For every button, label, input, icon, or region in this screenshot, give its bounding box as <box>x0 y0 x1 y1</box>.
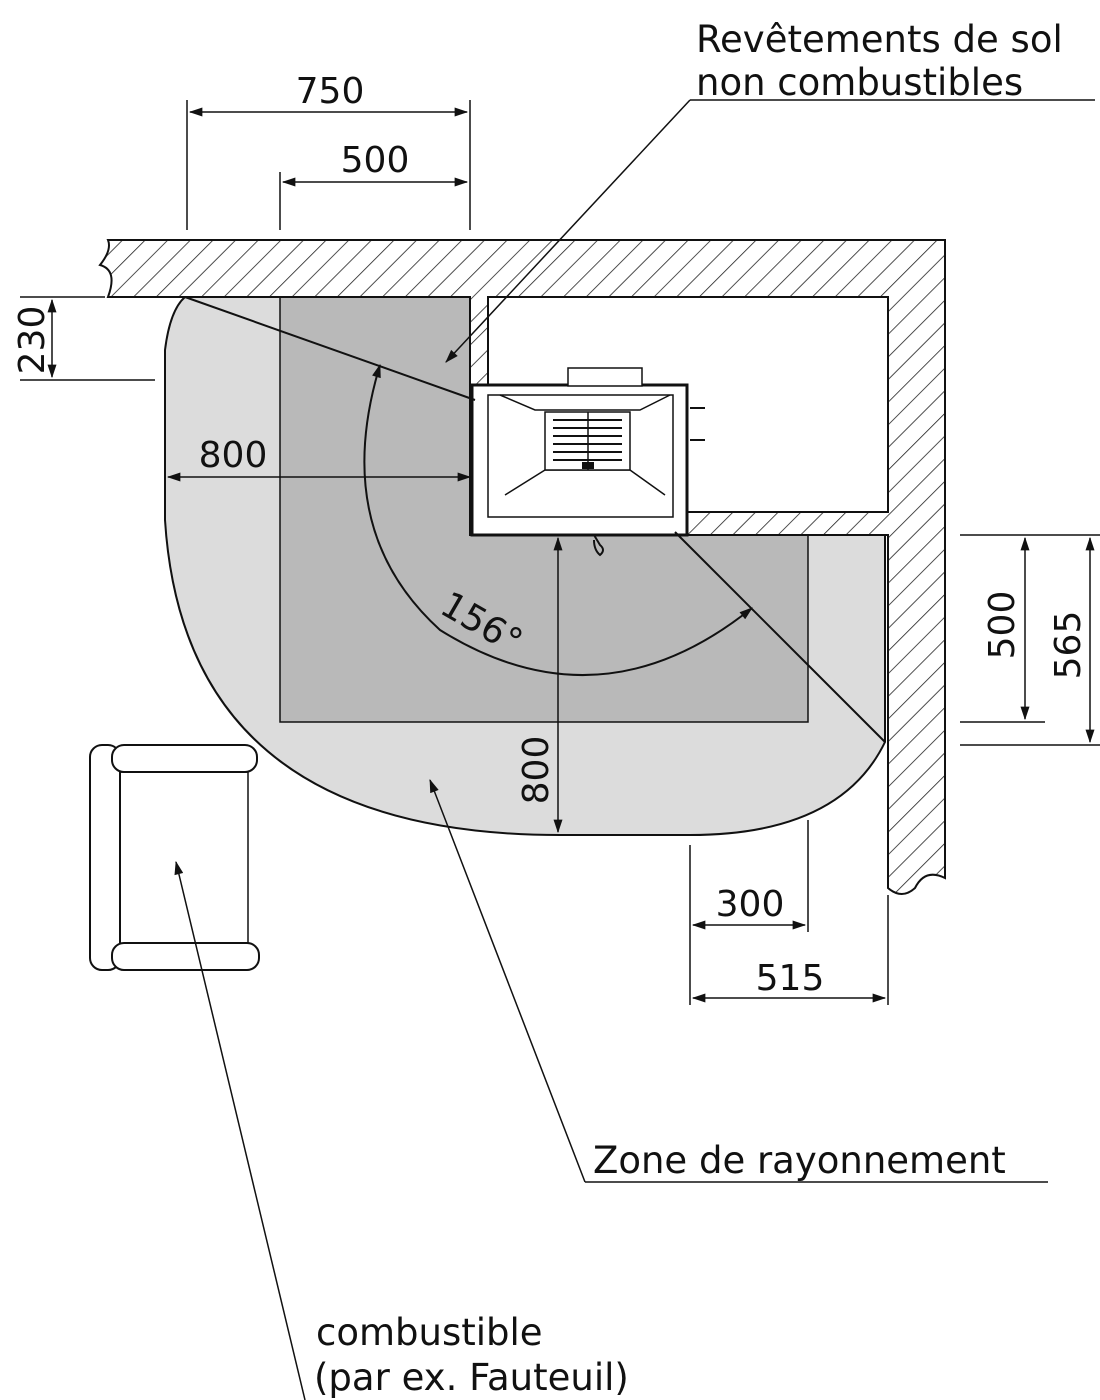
dimension-500-top: 500 <box>279 140 469 230</box>
fireplace-insert <box>470 367 705 557</box>
dimension-230: 230 <box>12 296 155 381</box>
leader-radiation-zone: Zone de rayonnement <box>429 778 1048 1183</box>
combustible-label-2: (par ex. Fauteuil) <box>314 1356 629 1399</box>
dimension-right: 500 565 <box>960 534 1100 746</box>
svg-text:500: 500 <box>982 591 1023 660</box>
dimension-800-front: 800 <box>516 536 563 834</box>
armchair <box>89 744 260 971</box>
svg-text:750: 750 <box>296 71 365 112</box>
svg-text:515: 515 <box>756 958 825 999</box>
dimension-bottom: 300 515 <box>689 820 889 1005</box>
svg-text:300: 300 <box>716 884 785 925</box>
radiation-zone-label: Zone de rayonnement <box>593 1139 1006 1182</box>
combustible-label-1: combustible <box>316 1311 543 1354</box>
svg-text:500: 500 <box>341 140 410 181</box>
dimension-750: 750 <box>186 71 471 230</box>
svg-text:230: 230 <box>12 306 53 375</box>
svg-text:565: 565 <box>1048 611 1089 680</box>
angle-arc <box>363 363 753 676</box>
floor-covering-label-1: Revêtements de sol <box>696 18 1063 61</box>
svg-text:800: 800 <box>199 435 268 476</box>
svg-text:800: 800 <box>516 736 557 805</box>
floor-covering-label-2: non combustibles <box>696 61 1023 104</box>
leader-floor-covering: Revêtements de sol non combustibles <box>445 18 1095 363</box>
dimension-800-left: 800 <box>166 435 472 482</box>
leader-combustible: combustible (par ex. Fauteuil) <box>174 860 629 1400</box>
